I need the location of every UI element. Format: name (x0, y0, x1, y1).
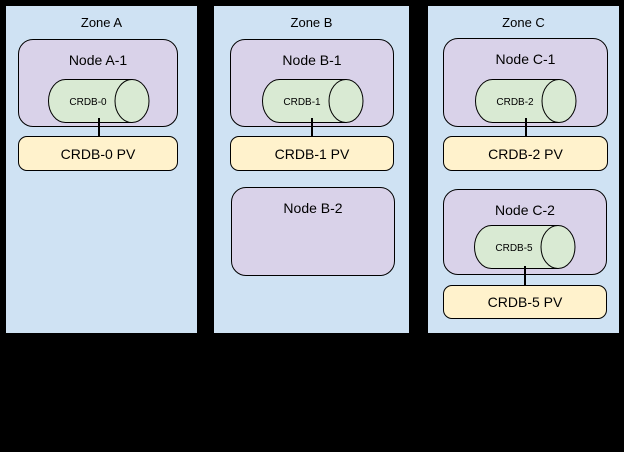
node-c2-label: Node C-2 (495, 202, 555, 218)
pv-a-box: CRDB-0 PV (18, 136, 178, 171)
node-b1-label: Node B-1 (282, 52, 342, 68)
pv-b-box: CRDB-1 PV (230, 136, 394, 171)
zone-b-container: Zone B Node B-1 CRDB-1 CRDB-1 PV Node B-… (213, 5, 410, 334)
node-a1-box: Node A-1 CRDB-0 (18, 39, 178, 127)
crdb-1-cylinder-label: CRDB-1 (283, 97, 321, 108)
pv-a-label: CRDB-0 PV (60, 145, 136, 162)
pv-c1-label: CRDB-2 PV (488, 145, 563, 162)
node-b2-box: Node B-2 (231, 187, 395, 276)
node-c1-label: Node C-1 (495, 51, 556, 67)
zone-a-title: Zone A (80, 15, 123, 30)
connector-line-c1 (525, 118, 527, 136)
connector-line-b1 (311, 118, 313, 136)
crdb-2-cylinder-label: CRDB-2 (496, 97, 534, 108)
connector-line-a1 (98, 118, 100, 136)
zone-c-container: Zone C Node C-1 CRDB-2 CRDB-2 PV Node C-… (427, 5, 620, 334)
pv-c2-label: CRDB-5 PV (487, 294, 563, 310)
zone-c-title: Zone C (502, 15, 545, 30)
node-b1-box: Node B-1 CRDB-1 (230, 39, 394, 127)
crdb-2-cylinder-icon: CRDB-2 (475, 79, 577, 123)
pv-c1-box: CRDB-2 PV (443, 136, 608, 171)
connector-line-c2 (524, 266, 526, 285)
zone-a-container: Zone A Node A-1 CRDB-0 CRDB-0 PV (5, 5, 198, 334)
pv-b-label: CRDB-1 PV (274, 145, 350, 162)
node-a1-label: Node A-1 (68, 52, 128, 68)
crdb-5-cylinder-icon: CRDB-5 (474, 225, 576, 269)
crdb-0-cylinder-icon: CRDB-0 (48, 79, 150, 123)
crdb-5-cylinder-label: CRDB-5 (495, 243, 533, 254)
node-c1-box: Node C-1 CRDB-2 (443, 38, 608, 127)
crdb-1-cylinder-icon: CRDB-1 (262, 79, 364, 123)
zone-b-title: Zone B (290, 15, 333, 30)
crdb-0-cylinder-label: CRDB-0 (69, 97, 107, 108)
pv-c2-box: CRDB-5 PV (443, 285, 607, 319)
node-c2-box: Node C-2 CRDB-5 (443, 189, 607, 275)
node-b2-label: Node B-2 (283, 200, 343, 216)
